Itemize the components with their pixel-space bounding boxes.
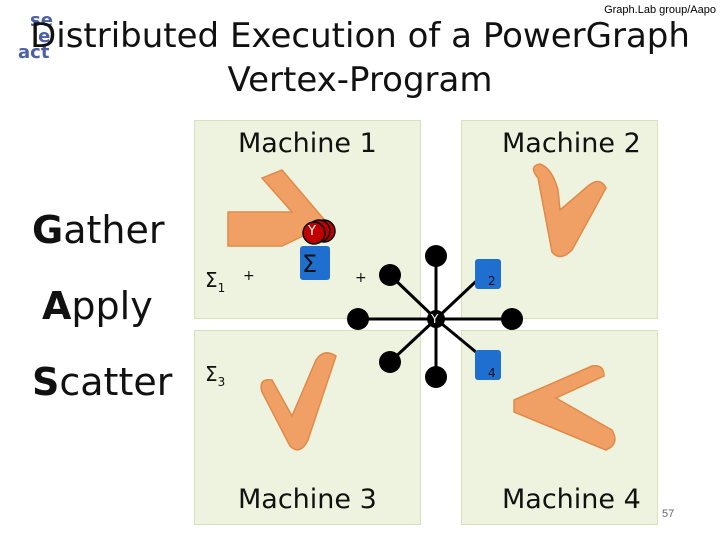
partial-sum-2-index: 2 bbox=[488, 274, 496, 288]
sigma-box bbox=[300, 246, 330, 280]
phase-scatter: Scatter bbox=[32, 360, 172, 404]
plus-sign-2: + bbox=[355, 270, 367, 286]
combined-sum: Σ bbox=[302, 250, 318, 278]
center-vertex-y bbox=[427, 310, 445, 328]
phase-gather: Gather bbox=[32, 208, 164, 252]
partial-sum-3-index: 3 bbox=[217, 375, 226, 389]
phase-apply-rest: pply bbox=[71, 284, 153, 328]
replica-vertex-y bbox=[302, 221, 326, 245]
machine-3-label: Machine 3 bbox=[238, 484, 377, 515]
partial-sum-4-index: 4 bbox=[488, 366, 496, 380]
center-vertex-label: Y bbox=[431, 312, 439, 326]
partial-sum-3-symbol: Σ bbox=[205, 362, 218, 386]
neighbor-vertex bbox=[425, 366, 447, 388]
phase-gather-rest: ather bbox=[63, 208, 165, 252]
partial-sum-1: Σ1 bbox=[205, 268, 225, 295]
slide-title: Distributed Execution of a PowerGraph Ve… bbox=[0, 14, 720, 102]
machine-2-label: Machine 2 bbox=[502, 128, 641, 159]
credit-text: Graph.Lab group/Aapo bbox=[604, 4, 716, 16]
phase-apply-initial: A bbox=[42, 284, 72, 328]
partial-sum-1-symbol: Σ bbox=[205, 268, 218, 292]
replica-vertex-label: Y bbox=[308, 224, 316, 239]
machine-4-label: Machine 4 bbox=[502, 484, 641, 515]
neighbor-vertex bbox=[379, 351, 401, 373]
phase-apply: Apply bbox=[42, 284, 153, 328]
phase-scatter-initial: S bbox=[32, 360, 60, 404]
logo-text-le: le bbox=[32, 26, 51, 47]
sigma-2-box bbox=[475, 259, 501, 289]
logo-text-act: act bbox=[18, 42, 50, 63]
partial-sum-1-index: 1 bbox=[217, 281, 226, 295]
logo-text-se: se bbox=[30, 10, 53, 31]
machine-1-arrow bbox=[227, 169, 330, 247]
machine-2-arrow bbox=[532, 163, 607, 258]
title-line-1: Distributed Execution of a PowerGraph bbox=[30, 16, 690, 56]
phase-gather-initial: G bbox=[32, 208, 64, 252]
title-line-2: Vertex-Program bbox=[227, 60, 493, 100]
machine-4-arrow bbox=[513, 364, 616, 451]
neighbor-vertex bbox=[379, 264, 401, 286]
neighbor-vertex bbox=[347, 308, 369, 330]
phase-scatter-rest: catter bbox=[59, 360, 173, 404]
sigma-4-box bbox=[475, 350, 501, 380]
neighbor-vertex bbox=[425, 245, 447, 267]
machine-3-arrow bbox=[260, 352, 337, 451]
neighbor-vertex bbox=[501, 308, 523, 330]
partial-sum-3: Σ3 bbox=[205, 362, 225, 389]
select-lab-logo: se le act bbox=[18, 12, 88, 64]
machine-1-label: Machine 1 bbox=[238, 128, 377, 159]
plus-sign-1: + bbox=[243, 268, 255, 284]
page-number: 57 bbox=[662, 508, 675, 520]
